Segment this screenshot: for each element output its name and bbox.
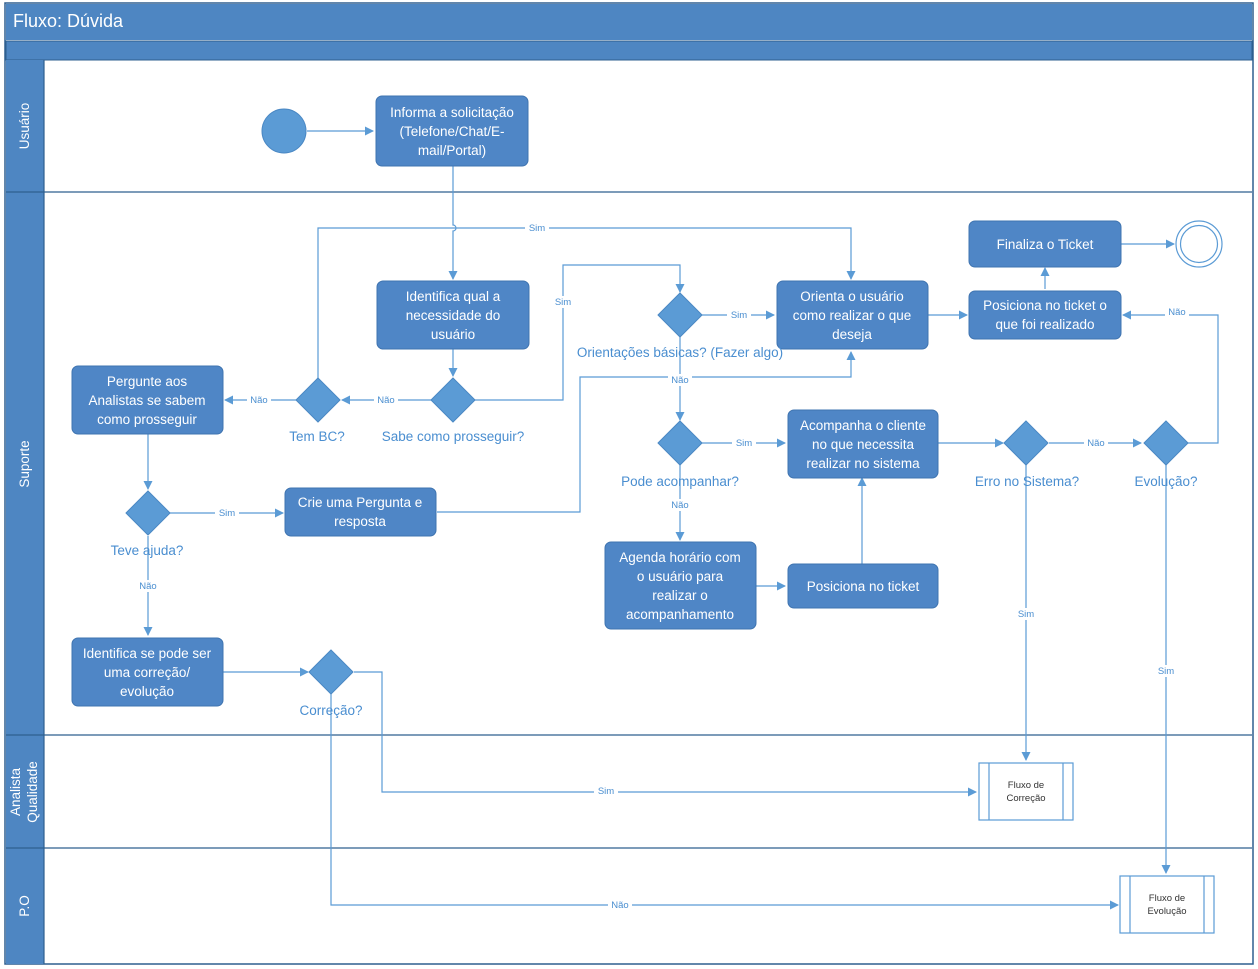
decision-teve-ajuda: Teve ajuda? [111, 490, 184, 558]
edge-label-nao: Não [671, 375, 688, 386]
task-crie-pergunta: Crie uma Pergunta e resposta [284, 487, 437, 537]
lane-header-column [6, 60, 44, 964]
header-strip [5, 40, 1253, 61]
decision-evolucao: Evolução? [1134, 420, 1198, 489]
edge-labels: Sim Sim Não Não Sim Não Sim Não Não Não … [136, 222, 1189, 911]
edge-label-nao: Não [1168, 307, 1185, 318]
task-finaliza-ticket: Finaliza o Ticket [968, 220, 1122, 268]
subprocess-fluxo-evolucao: Fluxo de Evolução [1119, 875, 1215, 934]
decision-label: Correção? [299, 703, 362, 718]
decision-label: Teve ajuda? [111, 543, 184, 558]
task-text: o usuário para [637, 569, 724, 584]
task-text: Informa a solicitação [390, 105, 514, 120]
task-text: Posiciona no ticket o [983, 298, 1107, 313]
task-text: Identifica qual a [406, 289, 501, 304]
edge-label-nao: Não [377, 395, 394, 406]
edge-label-sim: Sim [219, 508, 235, 519]
task-text: no que necessita [812, 437, 915, 452]
decision-tem-bc: Tem BC? [289, 377, 345, 444]
task-pergunte-analistas: Pergunte aos Analistas se sabem como pro… [71, 365, 224, 435]
task-text: usuário [431, 327, 475, 342]
task-text: Orienta o usuário [800, 289, 904, 304]
task-text: resposta [334, 514, 386, 529]
task-acompanha-cliente: Acompanha o cliente no que necessita rea… [787, 409, 939, 479]
connector [330, 694, 1119, 910]
task-agenda-horario: Agenda horário com o usuário para realiz… [604, 541, 757, 630]
decision-erro-sistema: Erro no Sistema? [975, 420, 1079, 489]
task-identifica-necessidade: Identifica qual a necessidade do usuário [376, 280, 530, 350]
task-text: Crie uma Pergunta e [298, 495, 423, 510]
task-text: realizar no sistema [806, 456, 920, 471]
edge-label-nao: Não [250, 395, 267, 406]
decision-label: Evolução? [1134, 474, 1197, 489]
task-text: necessidade do [406, 308, 501, 323]
diagram-title: Fluxo: Dúvida [13, 11, 124, 31]
edge-label-sim: Sim [731, 310, 747, 321]
task-text: mail/Portal) [418, 143, 486, 158]
lane-label-usuario: Usuário [17, 103, 32, 150]
title-bar [6, 4, 1252, 40]
decision-orientacoes-basicas: Orientações básicas? (Fazer algo) [577, 292, 783, 360]
task-text: deseja [832, 327, 872, 342]
edge-label-nao: Não [611, 900, 628, 911]
lane-label-po: P.O [17, 895, 32, 917]
edge-label-sim: Sim [529, 223, 545, 234]
lane-label-qualidade: Qualidade [25, 761, 40, 823]
subprocess-text: Fluxo de [1149, 893, 1185, 904]
decision-pode-acompanhar: Pode acompanhar? [621, 420, 739, 489]
lane-label-analista: Analista [8, 767, 23, 816]
task-text: uma correção/ [104, 665, 191, 680]
decision-sabe-como-prosseguir: Sabe como prosseguir? [382, 377, 525, 444]
task-posiciona-realizado: Posiciona no ticket o que foi realizado [968, 290, 1122, 340]
subprocess-fluxo-correcao: Fluxo de Correção [978, 762, 1074, 821]
task-text: que foi realizado [995, 317, 1094, 332]
task-text: Acompanha o cliente [800, 418, 926, 433]
task-text: como prosseguir [97, 412, 197, 427]
task-text: como realizar o que [793, 308, 912, 323]
task-orienta-usuario: Orienta o usuário como realizar o que de… [776, 280, 929, 350]
task-text: Finaliza o Ticket [997, 237, 1094, 252]
edge-label-nao: Não [1087, 438, 1104, 449]
subprocess-text: Evolução [1147, 906, 1186, 917]
edge-label-nao: Não [671, 500, 688, 511]
task-text: Analistas se sabem [88, 393, 205, 408]
task-text: Posiciona no ticket [807, 579, 920, 594]
connector [354, 671, 977, 797]
edge-label-sim: Sim [736, 438, 752, 449]
decision-label: Pode acompanhar? [621, 474, 739, 489]
task-text: realizar o [652, 588, 708, 603]
decision-label: Erro no Sistema? [975, 474, 1079, 489]
connector [317, 227, 856, 378]
subprocess-text: Fluxo de [1008, 780, 1044, 791]
subprocess-text: Correção [1006, 793, 1045, 804]
decision-label: Orientações básicas? (Fazer algo) [577, 345, 783, 360]
task-text: Agenda horário com [619, 550, 741, 565]
edge-label-nao: Não [139, 581, 156, 592]
task-informa-solicitacao: Informa a solicitação (Telefone/Chat/E- … [375, 95, 529, 167]
task-text: evolução [120, 684, 174, 699]
decision-label: Tem BC? [289, 429, 345, 444]
task-text: Identifica se pode ser [83, 646, 212, 661]
edge-label-sim: Sim [1018, 609, 1034, 620]
task-text: acompanhamento [626, 607, 734, 622]
task-text: Pergunte aos [107, 374, 188, 389]
lane-label-suporte: Suporte [17, 440, 32, 487]
decision-correcao: Correção? [299, 649, 363, 718]
edge-label-sim: Sim [555, 297, 571, 308]
start-event [261, 108, 307, 154]
connector [475, 264, 685, 401]
task-text: (Telefone/Chat/E- [399, 124, 504, 139]
task-identifica-correcao: Identifica se pode ser uma correção/ evo… [71, 637, 224, 707]
decision-label: Sabe como prosseguir? [382, 429, 525, 444]
edge-label-sim: Sim [1158, 666, 1174, 677]
edge-label-sim: Sim [598, 786, 614, 797]
task-posiciona-ticket: Posiciona no ticket [787, 563, 939, 609]
end-event [1175, 220, 1223, 268]
connector [437, 351, 856, 513]
